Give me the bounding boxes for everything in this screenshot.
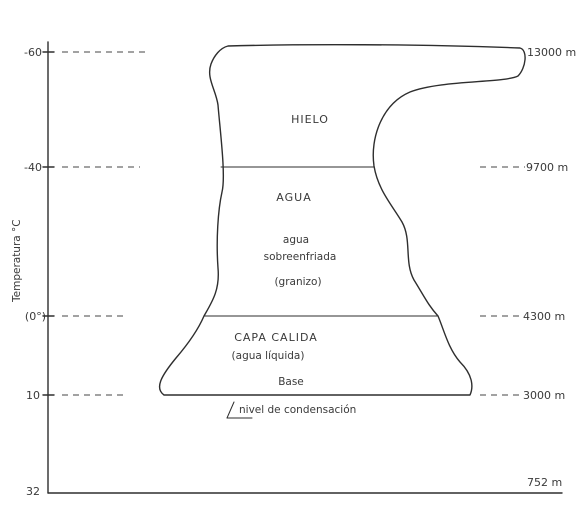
altitude-13000: 13000 m — [527, 46, 576, 59]
temp-tick-minus-60: -60 — [24, 46, 42, 59]
altitude-9700: 9700 m — [526, 161, 568, 174]
supercooled-line-1: agua — [283, 234, 309, 246]
left-level-lines — [62, 51, 145, 396]
altitude-752: 752 m — [527, 476, 562, 489]
temp-tick-minus-40: -40 — [24, 161, 42, 174]
supercooled-line-3: (granizo) — [274, 276, 321, 288]
y-axis-label: Temperatura °C — [11, 219, 23, 303]
temp-tick-32: 32 — [26, 485, 40, 498]
cloud-outline — [158, 43, 526, 396]
zone-water-label: AGUA — [276, 191, 311, 204]
liquid-water-label: (agua líquida) — [232, 350, 305, 362]
supercooled-line-2: sobreenfriada — [264, 251, 337, 263]
condensation-pointer — [226, 401, 253, 419]
altitude-4300: 4300 m — [523, 310, 565, 323]
condensation-level-label: nivel de condensación — [239, 404, 356, 416]
axis-ticks — [42, 51, 55, 396]
temp-tick-10: 10 — [26, 389, 40, 402]
warm-layer-label: CAPA CALIDA — [234, 331, 318, 344]
altitude-3000: 3000 m — [523, 389, 565, 402]
right-level-lines — [480, 166, 525, 396]
zone-ice-label: HIELO — [291, 113, 329, 126]
base-label: Base — [278, 376, 304, 388]
temp-tick-0: (0°) — [25, 310, 46, 323]
